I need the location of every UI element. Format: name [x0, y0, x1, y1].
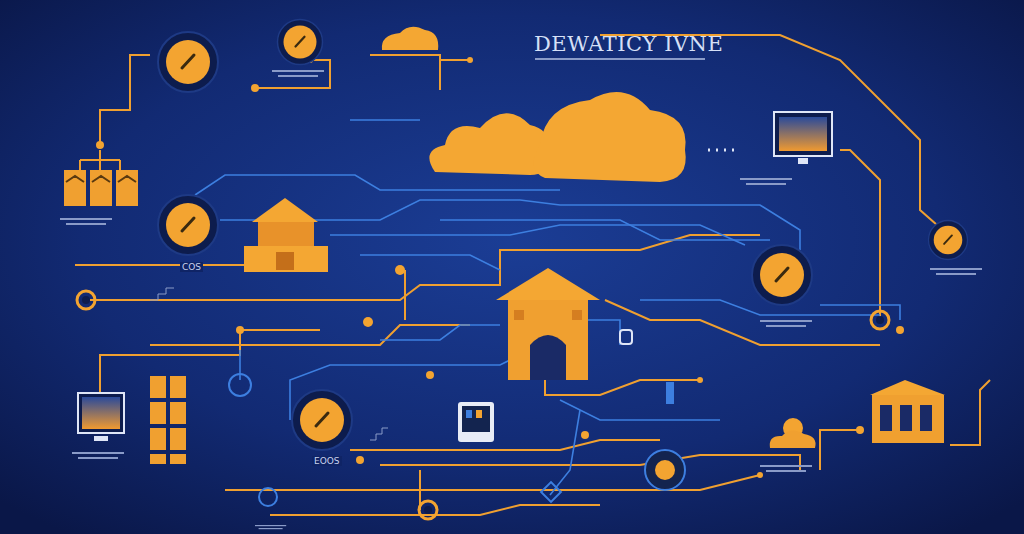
small-label: COS [180, 262, 203, 272]
gauge-icons [158, 20, 968, 451]
ring-terminals [77, 291, 889, 519]
screen-icons [78, 112, 832, 442]
hierarchy-icon [64, 150, 138, 206]
small-label: EOOS [312, 456, 342, 466]
orange-wires [75, 35, 990, 515]
server-blocks [150, 376, 186, 464]
illegible-caption-lines [60, 58, 982, 529]
wire-dots [96, 57, 904, 478]
diagram-title: DEWATICY IVNE [534, 32, 723, 56]
misc-icons [150, 150, 816, 506]
building-icons [244, 198, 945, 443]
